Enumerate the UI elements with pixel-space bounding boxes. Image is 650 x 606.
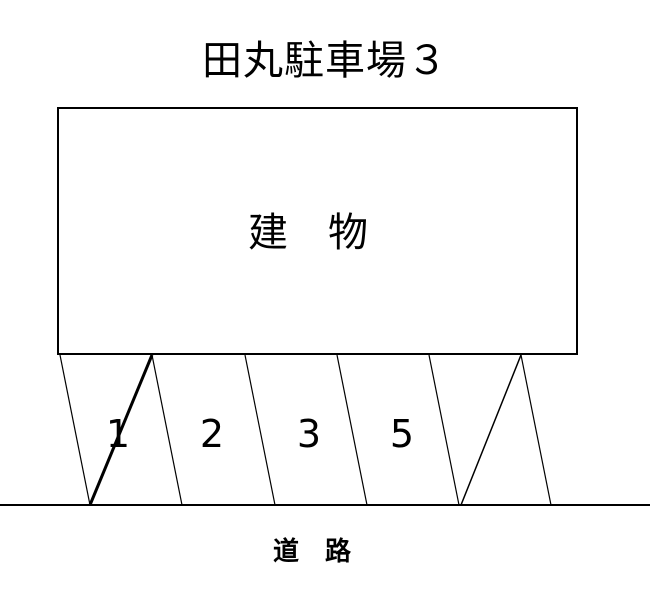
- building-label: 建 物: [248, 210, 368, 256]
- stall-dividers: [59, 354, 552, 506]
- strike-line-space-1: [88, 354, 154, 506]
- road-label: 道 路: [273, 536, 352, 567]
- space-label-5: 5: [390, 412, 414, 456]
- building: [57, 107, 578, 355]
- stall-divider: [151, 354, 183, 506]
- space-label-2: 2: [200, 412, 224, 456]
- stall-divider: [520, 354, 552, 506]
- strike-line-last-space: [460, 354, 522, 506]
- stall-divider: [336, 354, 368, 506]
- space-label-1: 1: [106, 412, 130, 456]
- stall-divider: [59, 354, 91, 506]
- space-label-3: 3: [297, 412, 321, 456]
- page-title: 田丸駐車場３: [202, 38, 448, 84]
- stall-divider: [244, 354, 276, 506]
- stall-divider: [428, 354, 460, 506]
